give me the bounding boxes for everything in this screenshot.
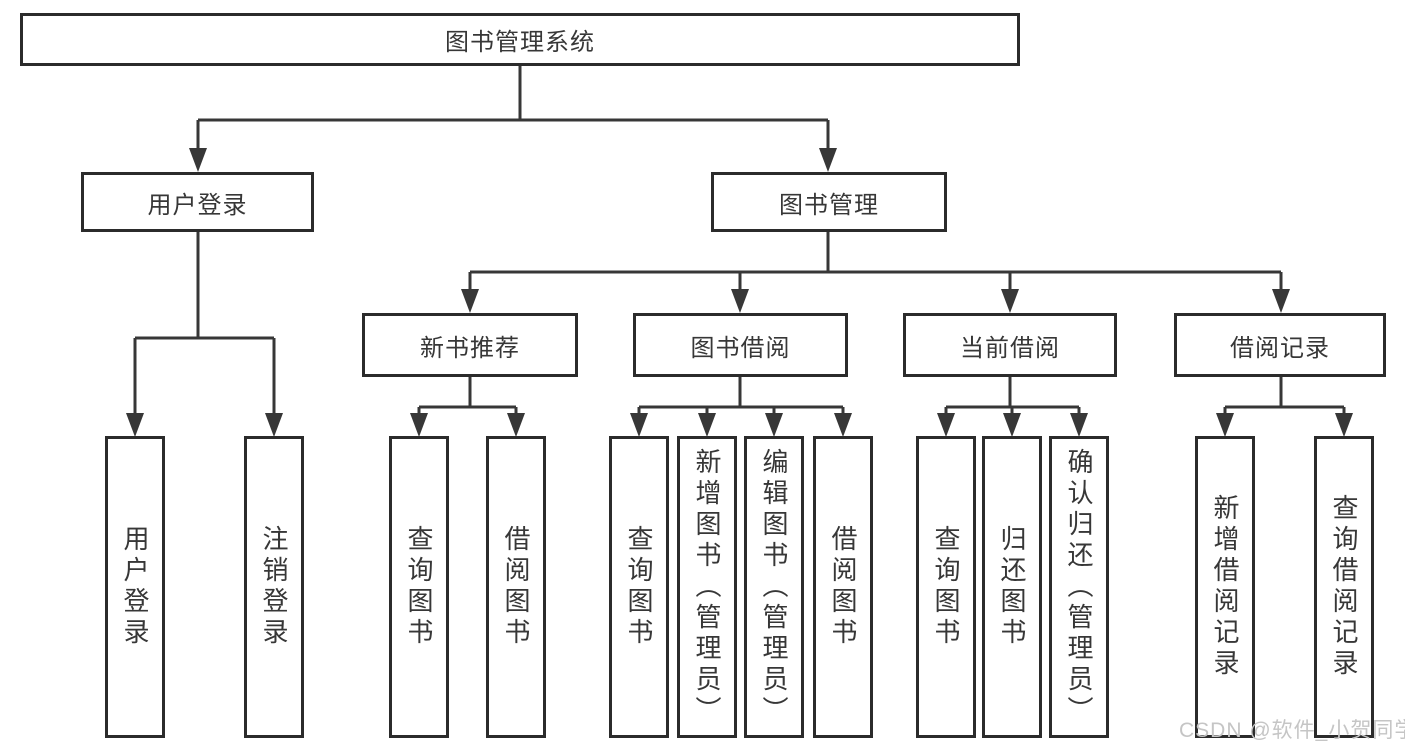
node-label: 新书推荐 (420, 334, 520, 362)
node-label: 查询图书 (624, 525, 654, 649)
node-label: 用户登录 (120, 525, 150, 649)
edge-new-book-children (410, 374, 525, 437)
node-book-borrow: 图书借阅 (633, 313, 848, 377)
leaf-add-borrow-record: 新增借阅记录 (1195, 436, 1255, 738)
node-label: 新增图书（管理员） (692, 447, 722, 727)
node-book-management: 图书管理 (711, 172, 947, 232)
edge-book-management-children (461, 229, 1290, 313)
node-label: 借阅图书 (501, 525, 531, 649)
node-label: 借阅记录 (1230, 334, 1330, 362)
leaf-borrow-books-recommend: 借阅图书 (486, 436, 546, 738)
node-label: 新增借阅记录 (1210, 494, 1240, 680)
node-label: 用户登录 (147, 191, 248, 219)
node-new-book-recommend: 新书推荐 (362, 313, 578, 377)
leaf-confirm-return-admin: 确认归还（管理员） (1049, 436, 1109, 738)
node-label: 图书管理 (779, 191, 879, 219)
leaf-user-login: 用户登录 (105, 436, 165, 738)
edge-current-borrow-children (937, 374, 1088, 437)
node-label: 查询借阅记录 (1329, 494, 1359, 680)
edge-root-to-level2 (189, 66, 837, 172)
leaf-query-borrow-record: 查询借阅记录 (1314, 436, 1374, 738)
edge-borrow-record-children (1216, 374, 1353, 437)
leaf-logout: 注销登录 (244, 436, 304, 738)
node-label: 查询图书 (931, 525, 961, 649)
node-system-root: 图书管理系统 (20, 13, 1020, 66)
node-label: 查询图书 (404, 525, 434, 649)
leaf-query-books-borrow: 查询图书 (609, 436, 669, 738)
node-user-login: 用户登录 (81, 172, 314, 232)
leaf-return-books: 归还图书 (982, 436, 1042, 738)
watermark: CSDN @软件_小贺同学 (1179, 719, 1405, 742)
edge-user-login-children (126, 229, 283, 437)
node-label: 确认归还（管理员） (1064, 447, 1094, 727)
node-label: 图书借阅 (690, 334, 791, 362)
leaf-query-books-current: 查询图书 (916, 436, 976, 738)
leaf-add-book-admin: 新增图书（管理员） (677, 436, 737, 738)
node-label: 图书管理系统 (445, 29, 595, 56)
edge-book-borrow-children (630, 374, 852, 437)
leaf-query-books-recommend: 查询图书 (389, 436, 449, 738)
leaf-edit-book-admin: 编辑图书（管理员） (744, 436, 804, 738)
node-label: 归还图书 (997, 525, 1027, 649)
leaf-borrow-books: 借阅图书 (813, 436, 873, 738)
node-label: 当前借阅 (960, 334, 1060, 362)
node-current-borrow: 当前借阅 (903, 313, 1117, 377)
node-borrow-records: 借阅记录 (1174, 313, 1386, 377)
node-label: 编辑图书（管理员） (759, 447, 789, 727)
node-label: 注销登录 (259, 525, 289, 649)
node-label: 借阅图书 (828, 525, 858, 649)
